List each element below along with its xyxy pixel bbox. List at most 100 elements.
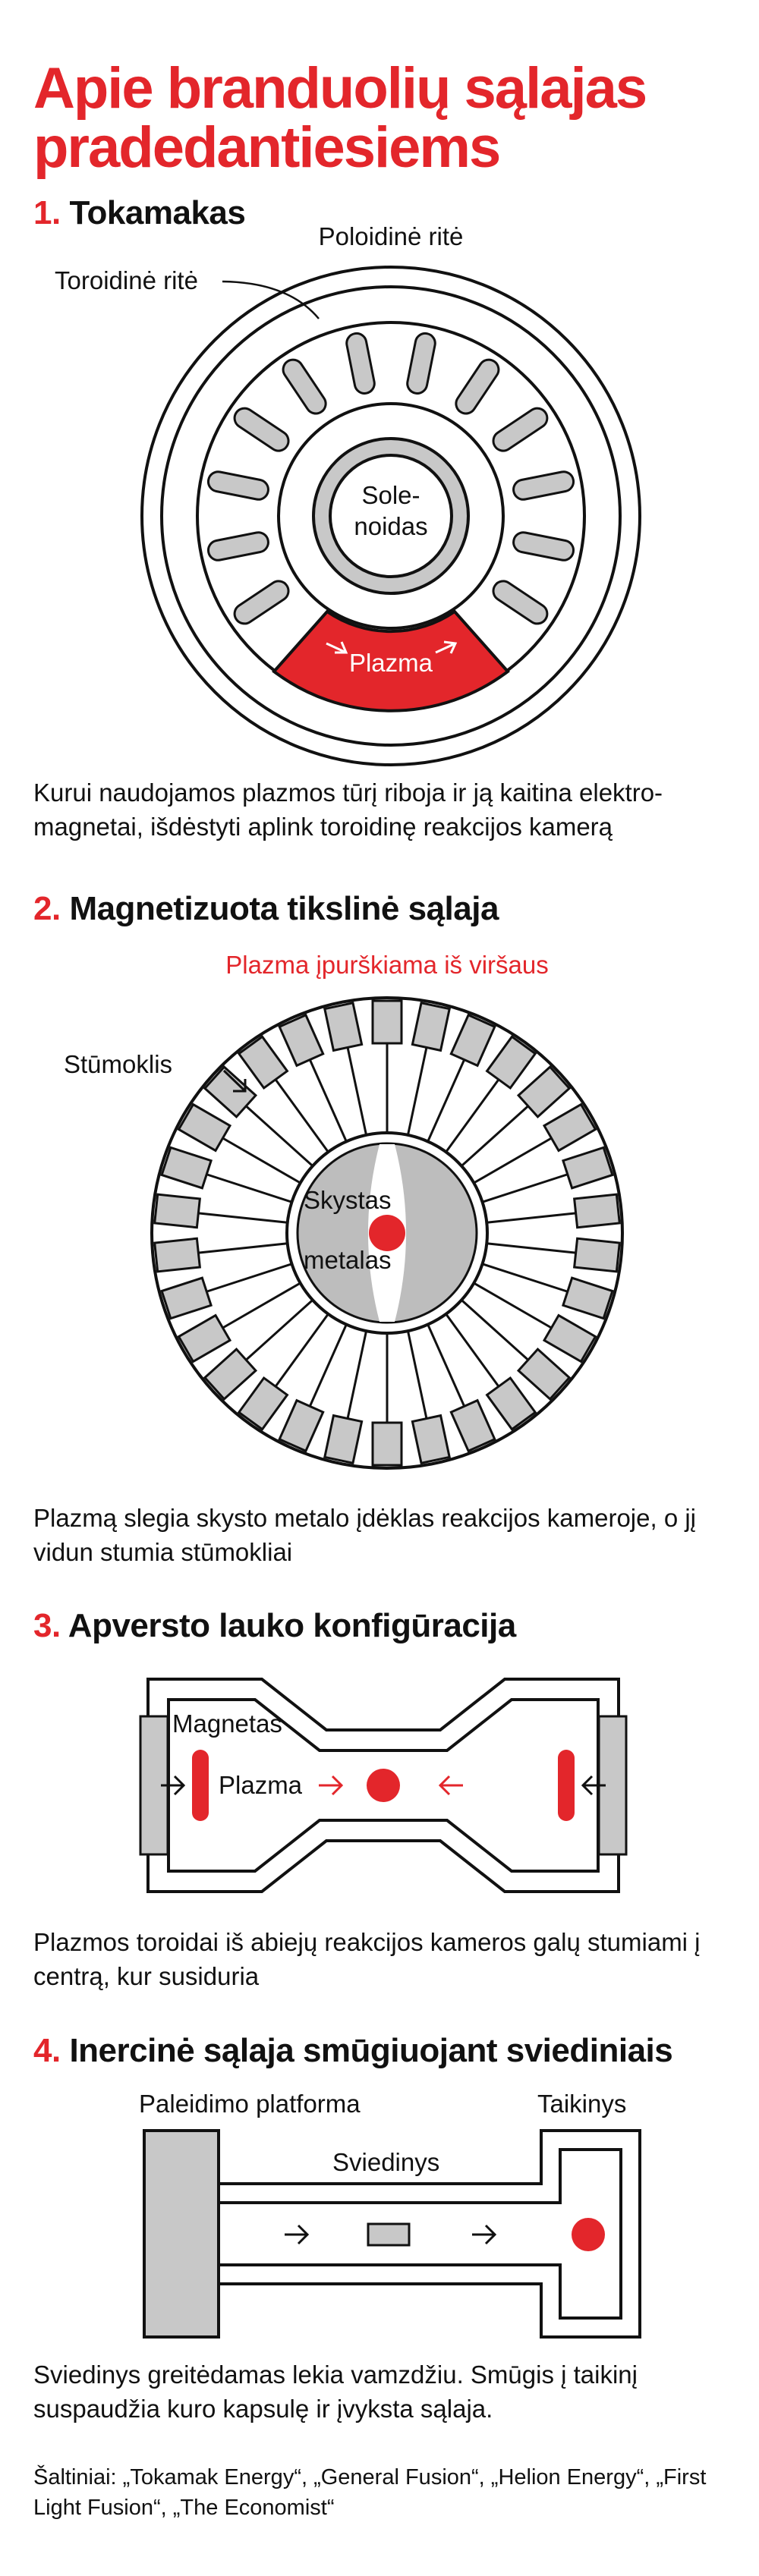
- injection-label: Plazma įpurškiama iš viršaus: [225, 951, 548, 979]
- piston-block: [237, 1035, 289, 1090]
- piston-block: [153, 1193, 202, 1229]
- sources-note: Šaltiniai: „Tokamak Energy“, „General Fu…: [33, 2465, 707, 2520]
- piston-rod: [274, 1078, 329, 1153]
- piston-block: [516, 1065, 572, 1118]
- barrel-outer-wall: [219, 2129, 641, 2339]
- piston-block: [278, 1013, 325, 1068]
- toroidal-coil: [206, 470, 269, 501]
- poloidal-coil-ring: [160, 285, 622, 747]
- section-2-number: 2.: [33, 890, 61, 927]
- piston-rod: [461, 1105, 529, 1167]
- piston-block: [323, 1001, 364, 1052]
- toroidal-coil: [492, 580, 549, 625]
- piston-rod: [222, 1282, 301, 1329]
- piston-block: [449, 1013, 496, 1068]
- plasma-arrow-left-icon: [326, 641, 348, 654]
- plasma-arrow-right-icon: [435, 640, 458, 654]
- solenoid-label-line1: Sole-: [361, 481, 420, 509]
- center-arrow-right-icon: [319, 1775, 344, 1796]
- section-1-caption: Kurui naudojamos plazmos tūrį riboja ir …: [33, 778, 663, 841]
- piston-block: [562, 1276, 614, 1320]
- section-4-heading: 4. Inercinė sąlaja smūgiuojant sviedinia…: [33, 2031, 673, 2071]
- piston-block: [153, 1237, 202, 1273]
- section-2-heading: 2. Magnetizuota tikslinė sąlaja: [33, 889, 499, 929]
- section-3-title: Apversto lauko konfigūracija: [68, 1607, 516, 1644]
- piston-rod: [222, 1137, 301, 1184]
- piston-rod: [487, 1242, 576, 1254]
- piston-block: [485, 1376, 537, 1431]
- section-2-caption: Plazmą slegia skysto metalo įdėklas reak…: [33, 1504, 697, 1566]
- section-1-number: 1.: [33, 194, 61, 231]
- poloidal-coil-label: Poloidinė ritė: [319, 222, 464, 250]
- solenoid-inner: [329, 454, 453, 578]
- magnetized-target-diagram: Plazma įpurškiama iš viršaus Stūmoklis S…: [64, 951, 624, 1470]
- central-plasma: [367, 1769, 400, 1802]
- piston-rod: [245, 1105, 313, 1167]
- piston-block: [542, 1313, 597, 1363]
- section-1-heading: 1. Tokamakas: [33, 193, 246, 233]
- barrel-inner-wall: [219, 2148, 622, 2320]
- magnet-label: Magnetas: [172, 1709, 282, 1738]
- plasma-region: [272, 609, 510, 712]
- piston-block: [485, 1035, 537, 1090]
- toroidal-coil-label: Toroidinė ritė: [55, 266, 198, 294]
- piston-rod: [482, 1173, 568, 1203]
- piston-block: [160, 1276, 213, 1320]
- toroidal-coil: [233, 407, 290, 452]
- piston-block: [203, 1348, 258, 1401]
- piston-block: [516, 1348, 572, 1401]
- piston-block: [411, 1001, 451, 1052]
- liquid-metal-label-line1: Skystas: [304, 1186, 392, 1214]
- toroidal-coil: [233, 580, 290, 625]
- plasma-core: [369, 1215, 405, 1251]
- piston-rod: [427, 1059, 466, 1143]
- piston-block: [237, 1376, 289, 1431]
- piston-rod: [206, 1263, 292, 1293]
- toroidal-coil: [406, 332, 436, 395]
- piston-block: [177, 1102, 232, 1153]
- section-4-title: Inercinė sąlaja smūgiuojant sviediniais: [69, 2032, 673, 2069]
- outer-ring: [140, 266, 641, 766]
- piston-rod: [274, 1313, 329, 1388]
- piston-rod: [308, 1059, 348, 1143]
- piston-block: [572, 1237, 621, 1273]
- piston-block: [371, 999, 403, 1045]
- plasma-label: Plazma: [219, 1771, 303, 1799]
- toroidal-coil: [455, 358, 500, 415]
- right-push-arrow-icon: [581, 1775, 606, 1796]
- projectile-label: Sviedinys: [332, 2148, 439, 2176]
- section-3-caption: Plazmos toroidai iš abiejų reakcijos kam…: [33, 1928, 701, 1990]
- plasma-label: Plazma: [349, 649, 433, 677]
- section-4-caption: Sviedinys greitėdamas lekia vamzdžiu. Sm…: [33, 2361, 638, 2423]
- piston-block: [160, 1146, 213, 1190]
- piston-rod: [461, 1299, 529, 1361]
- target-label: Taikinys: [537, 2090, 626, 2118]
- piston-block: [177, 1313, 232, 1363]
- vacuum-vessel-inner: [277, 402, 505, 630]
- piston-block: [562, 1146, 614, 1190]
- toroidal-coil: [512, 470, 575, 501]
- piston-block: [278, 1398, 325, 1453]
- field-reversed-diagram: Magnetas Plazma: [139, 1678, 628, 1893]
- piston-block: [371, 1421, 403, 1467]
- projectile-fusion-diagram: Paleidimo platforma Taikinys Sviedinys: [139, 2090, 641, 2339]
- toroidal-coil: [512, 531, 575, 561]
- launch-platform: [143, 2129, 220, 2339]
- piston-rod: [198, 1242, 288, 1254]
- left-plasma-toroid: [192, 1750, 209, 1821]
- piston-rod: [346, 1330, 368, 1419]
- piston-rod: [473, 1282, 553, 1329]
- page-title: Apie branduolių sąlajas pradedantiesiems: [33, 56, 647, 180]
- piston-block: [572, 1193, 621, 1229]
- fuel-capsule: [572, 2218, 605, 2251]
- piston-rod: [406, 1047, 428, 1136]
- section-2-title: Magnetizuota tikslinė sąlaja: [69, 890, 499, 927]
- piston-rod: [198, 1212, 288, 1224]
- piston-rod: [206, 1173, 292, 1203]
- center-arrow-left-icon: [438, 1775, 463, 1796]
- section-1-title: Tokamakas: [69, 194, 246, 231]
- piston-rod: [308, 1323, 348, 1407]
- piston-rod: [445, 1313, 500, 1388]
- piston-label: Stūmoklis: [64, 1050, 172, 1078]
- chamber-inner-wall: [167, 1698, 600, 1873]
